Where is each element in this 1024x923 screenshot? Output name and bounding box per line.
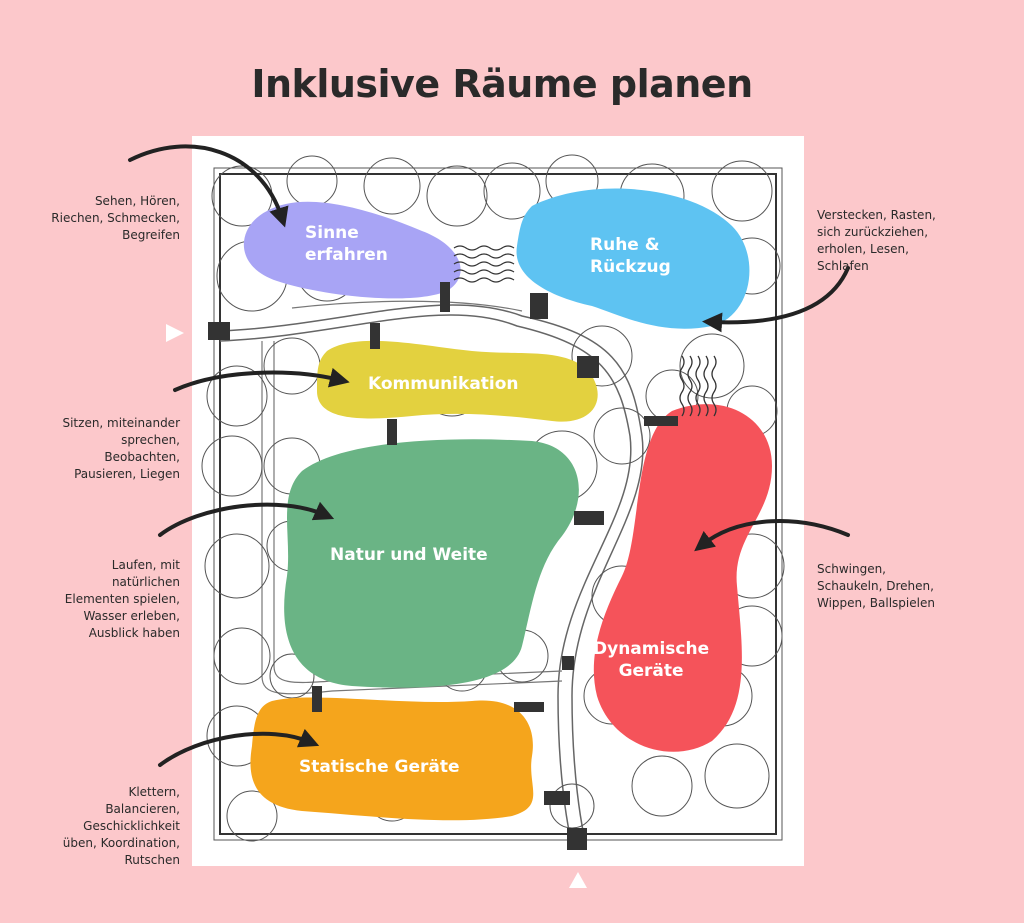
site-boundary [219, 173, 777, 835]
zone-kommunikation-shape [317, 340, 598, 422]
note-ruhe: Verstecken, Rasten, sich zurückziehen, e… [817, 208, 936, 273]
note-kommunikation: Sitzen, miteinander sprechen, Beobachten… [62, 416, 180, 481]
path-main-edge [219, 314, 632, 837]
zone-dynamisch-shape [593, 404, 772, 752]
zone-label-natur: Natur und Weite [330, 545, 488, 565]
zone-label-sinne: Sinne erfahren [305, 223, 388, 265]
arrow-sinne [128, 144, 289, 228]
arrow-natur [158, 501, 335, 537]
note-dynamisch: Schwingen, Schaukeln, Drehen, Wippen, Ba… [817, 562, 935, 610]
site-boundary-outer [213, 167, 783, 841]
note-natur: Laufen, mit natürlichen Elementen spiele… [64, 558, 180, 640]
zone-label-ruhe: Ruhe & Rückzug [590, 235, 671, 277]
note-statisch: Klettern, Balancieren, Geschicklichkeit … [62, 785, 180, 867]
step-markers [208, 282, 678, 850]
wave-lines-north [453, 245, 515, 283]
zone-label-dynamisch: Dynamische Geräte [593, 639, 710, 681]
wave-lines-east [679, 355, 717, 417]
page-title: Inklusive Räume planen [251, 62, 753, 106]
path-north [291, 300, 523, 312]
zone-label-kommunikation: Kommunikation [368, 374, 519, 394]
path-main [219, 304, 644, 837]
site-plan-drawing [201, 154, 785, 850]
note-sinne: Sehen, Hören, Riechen, Schmecken, Begrei… [51, 194, 180, 242]
zone-ruhe-shape [516, 188, 750, 329]
entrance-marker-south [569, 872, 587, 888]
entrance-marker-west [166, 324, 184, 342]
zone-statisch-shape [250, 697, 534, 821]
zone-sinne-shape [243, 201, 461, 299]
arrow-kommunikation [173, 367, 350, 392]
arrow-ruhe [702, 266, 850, 333]
arrow-statisch [158, 728, 320, 767]
arrow-dynamisch [694, 519, 850, 552]
zone-natur-shape [284, 439, 579, 688]
site-plan: Sinne erfahren Ruhe & Rückzug Kommunikat… [192, 136, 804, 866]
zone-label-statisch: Statische Geräte [299, 757, 460, 777]
